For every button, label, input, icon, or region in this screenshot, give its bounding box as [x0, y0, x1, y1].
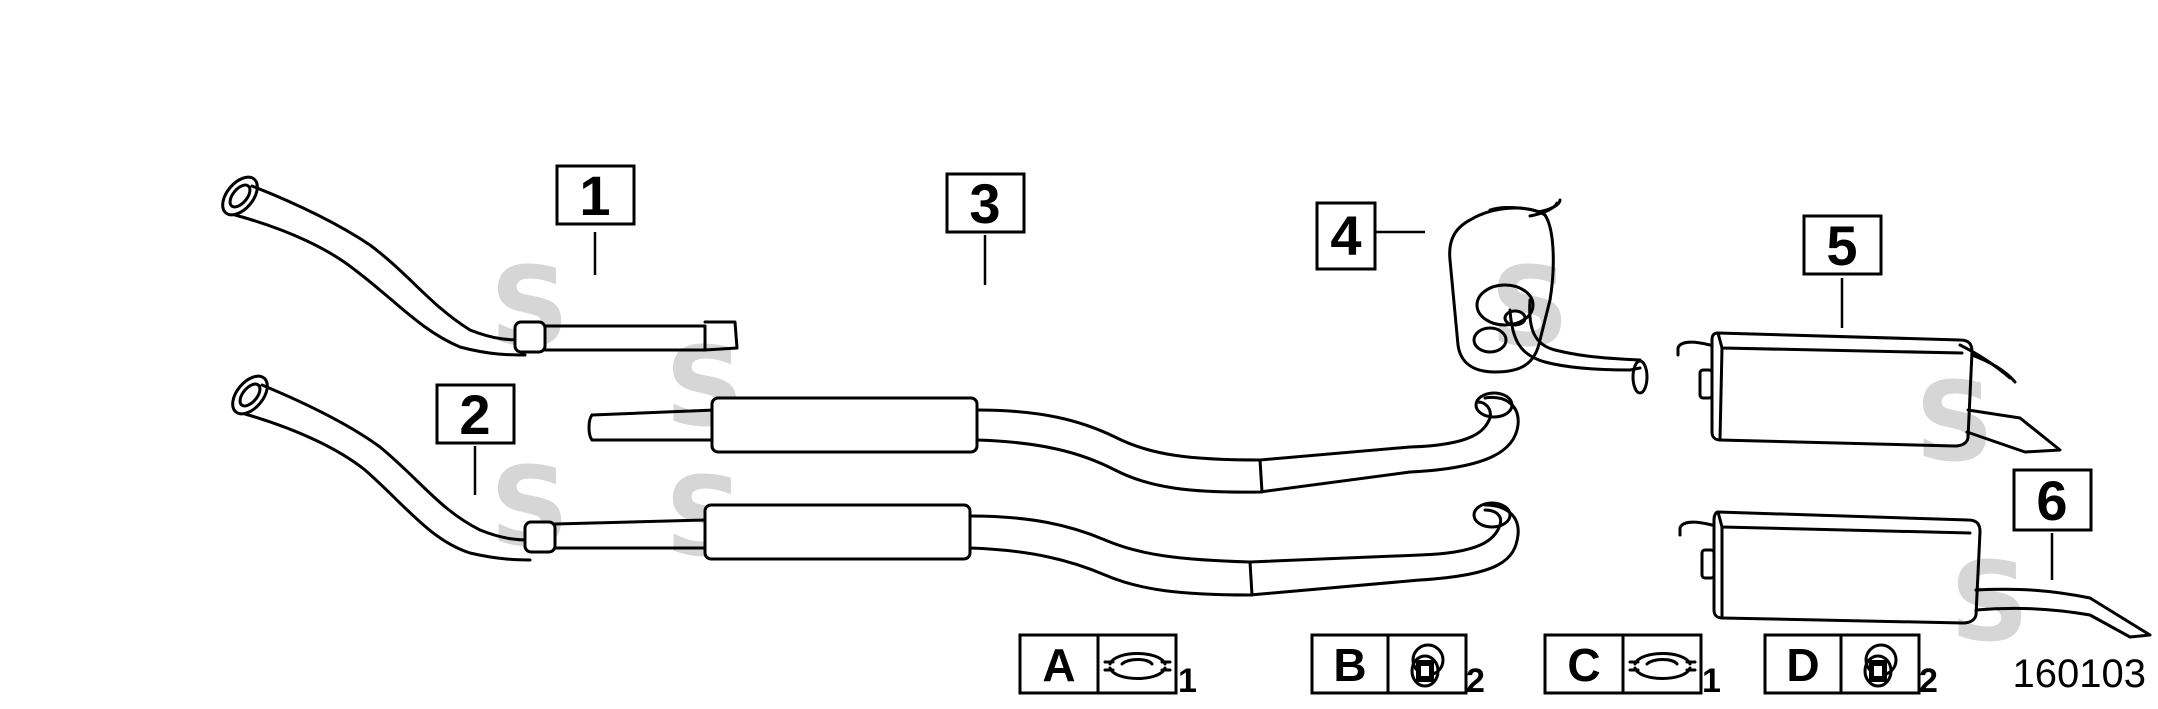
watermark-letter: S	[1950, 538, 2029, 666]
rubber-mount-icon	[1863, 643, 1898, 688]
callout-3: 3	[945, 172, 1026, 285]
reference-number: 160103	[2013, 652, 2146, 696]
callout-label: 6	[2036, 469, 2067, 532]
callout-5: 5	[1802, 214, 1883, 328]
callout-1: 1	[555, 164, 636, 275]
watermark-letter: S	[1915, 358, 1994, 486]
rear-muffler-part-5	[1676, 331, 2062, 454]
callout-6: 6	[2012, 468, 2093, 580]
rubber-mount-icon	[1410, 643, 1445, 688]
legend-qty: 2	[1919, 662, 1938, 700]
watermark-group: S S S S S S S	[490, 243, 2029, 666]
legend-letter: C	[1567, 639, 1600, 691]
front-pipe-part-1	[221, 175, 739, 357]
callout-4: 4	[1315, 201, 1425, 271]
legend-item-c: C 1	[1543, 633, 1721, 700]
intermediate-pipe-part-3	[587, 391, 1520, 494]
center-muffler-part-4	[1448, 198, 1649, 395]
legend-item-a: A 1	[1018, 633, 1197, 700]
legend-letter: A	[1042, 639, 1075, 691]
legend-letter: B	[1333, 639, 1366, 691]
legend-item-d: D 2	[1763, 633, 1938, 700]
clamp-icon	[1628, 652, 1697, 680]
callout-label: 2	[459, 383, 490, 446]
callout-label: 3	[969, 172, 1000, 235]
callout-label: 1	[579, 164, 610, 227]
legend-qty: 1	[1178, 662, 1197, 700]
legend-item-b: B 2	[1310, 633, 1485, 700]
legend-letter: D	[1786, 639, 1819, 691]
rear-muffler-part-6	[1678, 510, 2152, 639]
front-pipe-part-2	[231, 374, 1520, 597]
callout-label: 4	[1330, 204, 1361, 267]
legend-qty: 2	[1466, 662, 1485, 700]
callout-label: 5	[1826, 214, 1857, 277]
callout-2: 2	[435, 383, 516, 495]
clamp-icon	[1103, 652, 1172, 680]
legend-qty: 1	[1702, 662, 1721, 700]
